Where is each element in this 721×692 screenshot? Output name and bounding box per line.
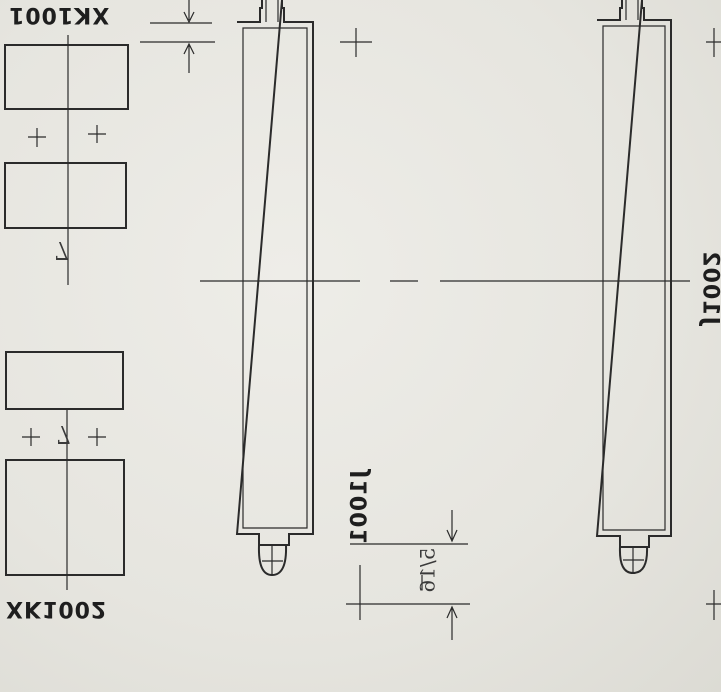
cross-mark (22, 428, 40, 446)
j1001-label: J1001 (347, 470, 373, 545)
cross-mark (706, 590, 721, 620)
dim-arrow (183, 0, 195, 24)
j1001-body-inner (242, 27, 308, 529)
j1002-body-inner (602, 25, 666, 531)
j1001-body-outer (235, 0, 314, 546)
dim-arrow (446, 510, 458, 543)
pin-mark-bottom: 7 (56, 420, 72, 448)
cross-mark (88, 428, 106, 446)
cross-mark (88, 125, 106, 143)
dim-arrow (183, 42, 195, 73)
pin-mark-top: 7 (54, 236, 70, 264)
xk1002-label: XK1002 (6, 596, 108, 621)
dim-fraction-label: 5/16 (415, 547, 440, 593)
j1002-body-outer (595, 0, 672, 548)
dim-arrow (446, 605, 458, 640)
pad-xk1002-lower (5, 459, 125, 576)
j1002-label: J1002 (697, 250, 721, 325)
cross-mark (706, 28, 721, 57)
pad-xk1001-lower (4, 162, 127, 229)
cross-mark (28, 128, 46, 147)
pad-xk1002-upper (5, 351, 124, 410)
pad-xk1001-upper (4, 44, 129, 110)
xk1001-label: XK1001 (8, 2, 110, 27)
cross-mark (340, 28, 372, 57)
